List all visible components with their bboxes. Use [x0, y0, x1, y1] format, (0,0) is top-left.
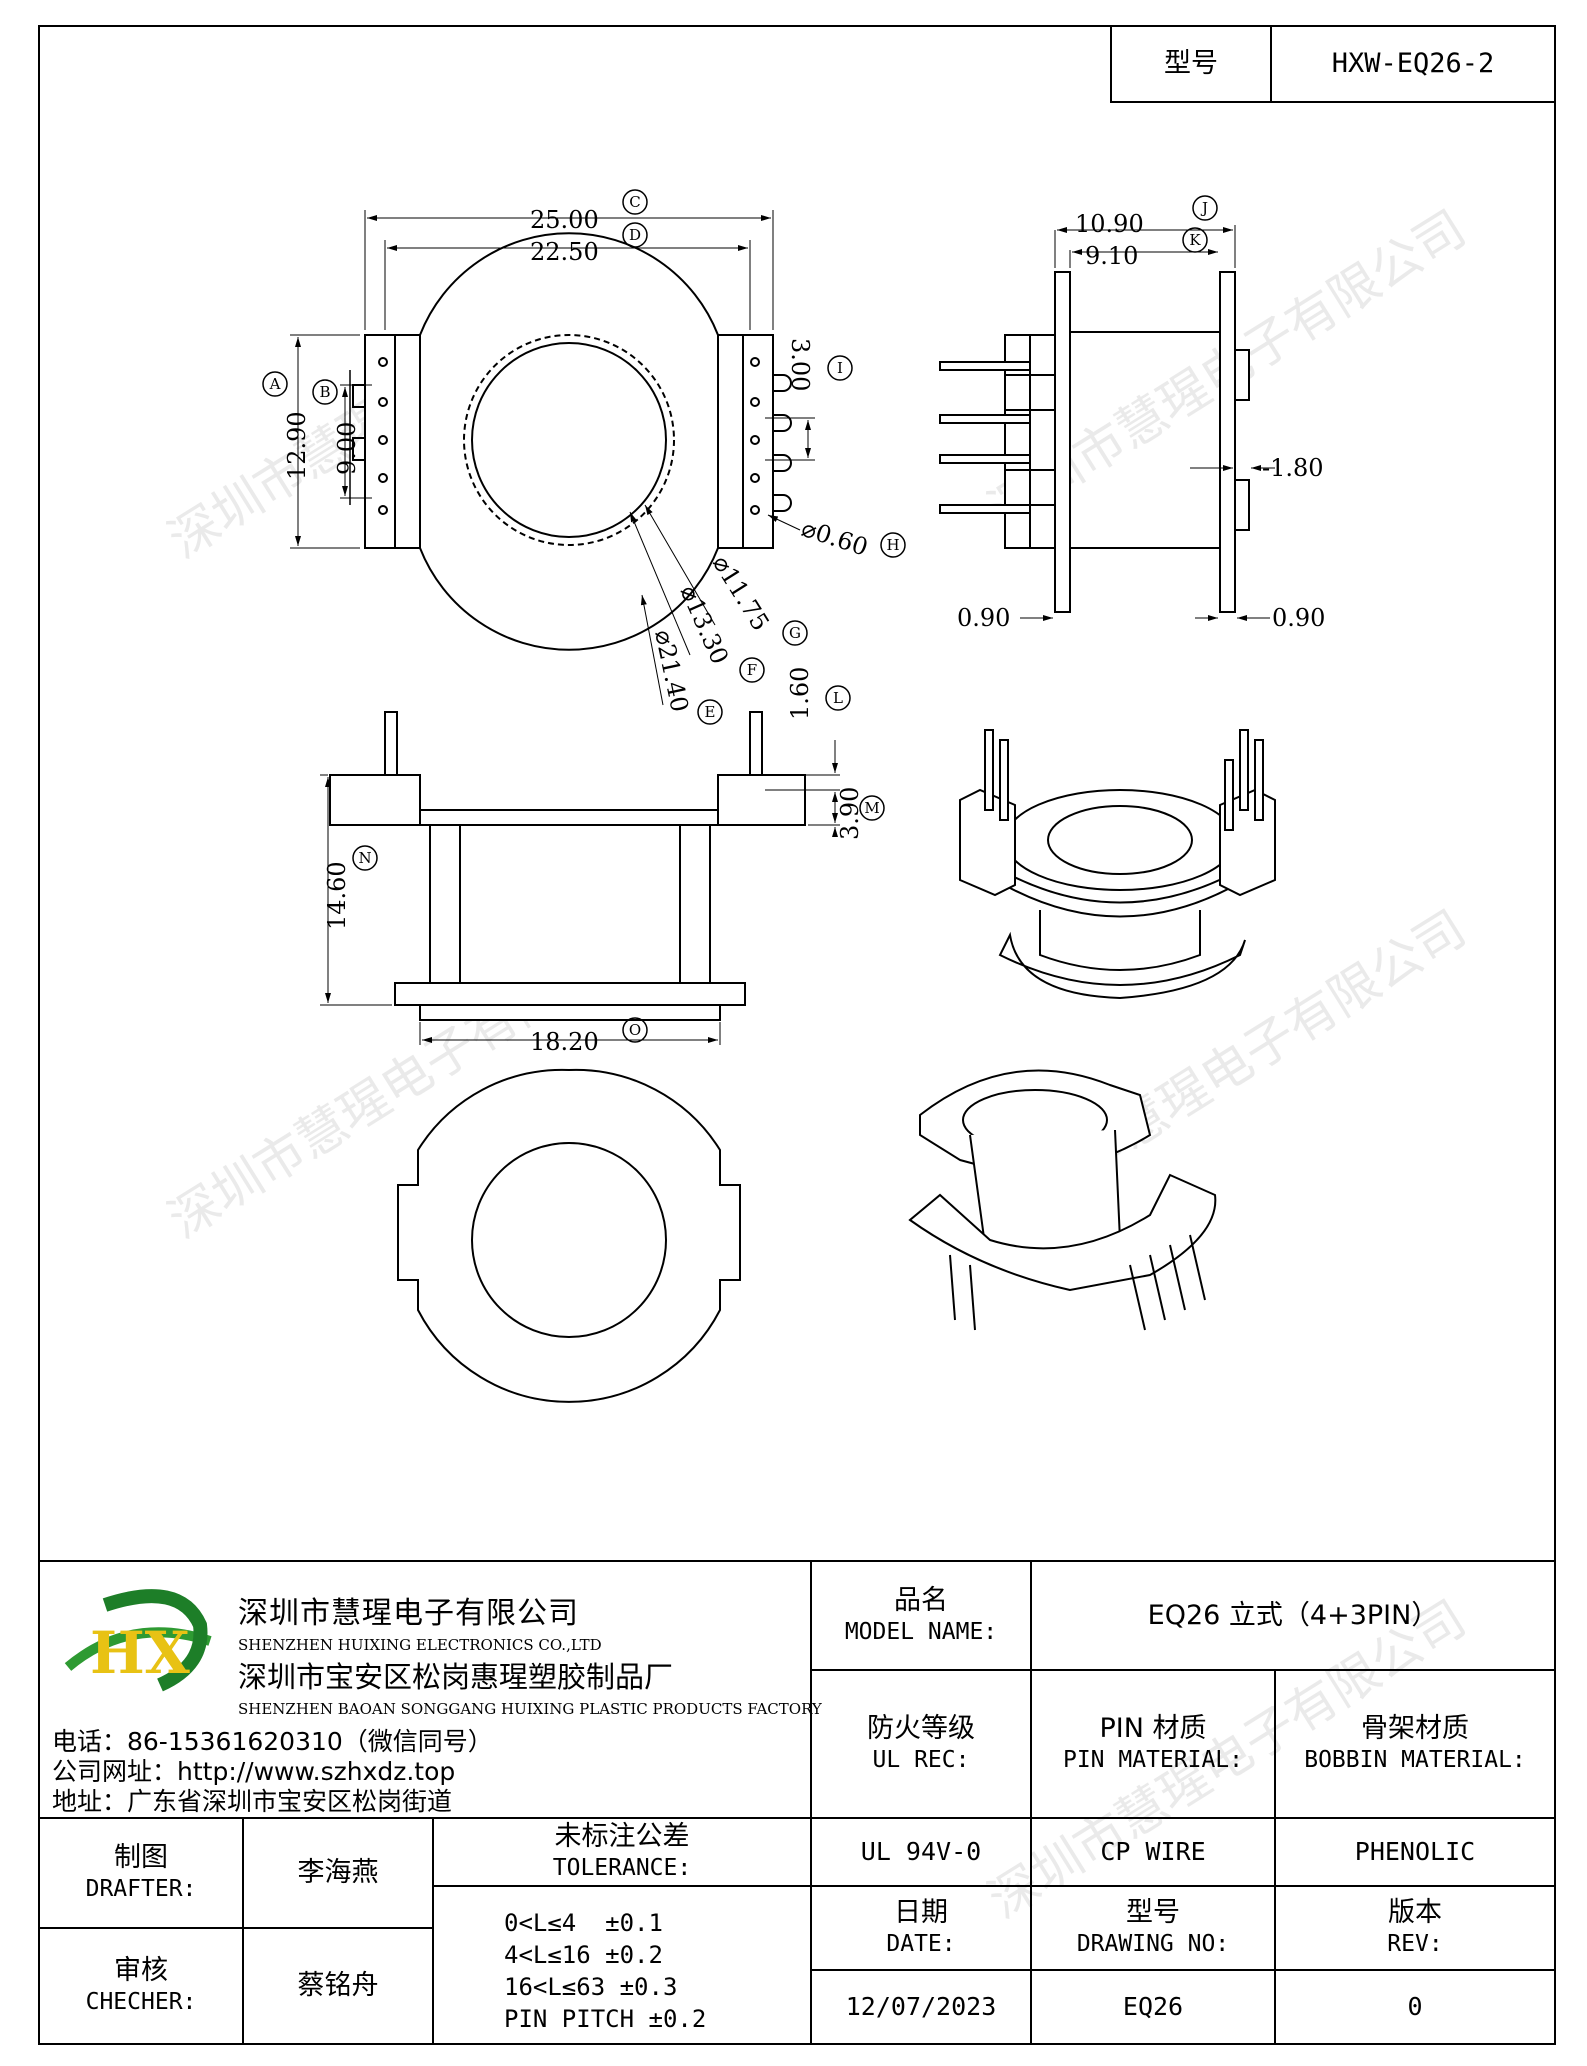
bottom-view	[397, 1068, 741, 1403]
company-name-en: SHENZHEN HUIXING ELECTRONICS CO.,LTD	[238, 1636, 602, 1654]
company-logo-text: HX	[90, 1619, 190, 1687]
dim-3-90: 3.90	[836, 787, 864, 840]
drawing-no-label: 型号 DRAWING NO:	[1030, 1885, 1276, 1971]
dim-0-90-right: 0.90	[1272, 604, 1325, 632]
drafter-label: 制图 DRAFTER:	[38, 1817, 244, 1929]
checker-label: 审核 CHECHER:	[38, 1927, 244, 2045]
dim-22-50: 22.50	[530, 238, 599, 266]
marker-k: K	[1189, 231, 1201, 249]
dim-3-00: 3.00	[786, 338, 814, 391]
dim-0-90-left: 0.90	[957, 604, 1010, 632]
tolerance-line: PIN PITCH ±0.2	[504, 2005, 707, 2033]
marker-m: M	[864, 799, 879, 817]
checker-value: 蔡铭舟	[242, 1927, 434, 2045]
tolerance-line: 0<L≤4 ±0.1	[504, 1909, 663, 1937]
rev-value: 0	[1274, 1969, 1556, 2045]
marker-j: J	[1200, 199, 1208, 217]
bobbin-material-label-cn: 骨架材质	[1361, 1713, 1469, 1744]
model-name-label-en: MODEL NAME:	[844, 1618, 998, 1645]
bobbin-material-value: PHENOLIC	[1274, 1817, 1556, 1887]
drawing-no-value: EQ26	[1030, 1969, 1276, 2045]
marker-h: H	[886, 536, 899, 554]
dim-9-10: 9.10	[1085, 242, 1138, 270]
tolerance-line: 4<L≤16 ±0.2	[504, 1941, 663, 1969]
checker-label-en: CHECHER:	[85, 1989, 197, 2015]
company-name-cn: 深圳市慧瑆电子有限公司	[238, 1596, 579, 1631]
marker-i: I	[837, 359, 843, 377]
pin-material-label-cn: PIN 材质	[1099, 1713, 1207, 1744]
pin-material-label: PIN 材质 PIN MATERIAL:	[1030, 1669, 1276, 1819]
dim-dia-21-40: ⌀21.40	[649, 627, 694, 714]
date-label: 日期 DATE:	[810, 1885, 1032, 1971]
model-name-value: EQ26 立式（4+3PIN）	[1030, 1560, 1556, 1671]
tolerance-label-cn: 未标注公差	[554, 1821, 690, 1852]
pin-material-value: CP WIRE	[1030, 1817, 1276, 1887]
drawing-no-label-en: DRAWING NO:	[1076, 1931, 1230, 1957]
date-value: 12/07/2023	[810, 1969, 1032, 2045]
checker-label-cn: 审核	[114, 1955, 168, 1986]
dim-12-90: 12.90	[283, 411, 311, 480]
marker-n: N	[358, 849, 371, 867]
date-label-cn: 日期	[894, 1897, 948, 1928]
factory-name-en: SHENZHEN BAOAN SONGGANG HUIXING PLASTIC …	[238, 1700, 822, 1718]
bobbin-material-label-en: BOBBIN MATERIAL:	[1304, 1747, 1526, 1773]
drafter-label-cn: 制图	[114, 1842, 168, 1873]
marker-f: F	[747, 661, 757, 679]
ul-rec-label-cn: 防火等级	[867, 1713, 975, 1744]
dim-25: 25.00	[530, 206, 599, 234]
dim-14-60: 14.60	[323, 861, 351, 930]
marker-d: D	[629, 226, 641, 244]
header-model-value: HXW-EQ26-2	[1270, 25, 1556, 103]
isometric-view-lower	[908, 1069, 1217, 1331]
dim-1-60: 1.60	[786, 667, 814, 720]
dim-9-00: 9.00	[333, 422, 361, 475]
rev-label: 版本 REV:	[1274, 1885, 1556, 1971]
company-phone: 电话：86-15361620310（微信同号）	[52, 1727, 493, 1756]
marker-c: C	[629, 193, 640, 211]
rev-label-en: REV:	[1387, 1931, 1443, 1957]
rev-label-cn: 版本	[1388, 1897, 1442, 1928]
tolerance-label: 未标注公差 TOLERANCE:	[432, 1817, 812, 1887]
front-view	[320, 711, 840, 1045]
dim-18-20: 18.20	[530, 1028, 599, 1056]
model-name-label-cn: 品名	[894, 1584, 948, 1616]
tolerance-table: 0<L≤4 ±0.1 4<L≤16 ±0.2 16<L≤63 ±0.3 PIN …	[432, 1885, 812, 2045]
company-block	[40, 1560, 812, 1818]
ul-rec-value: UL 94V-0	[810, 1817, 1032, 1887]
company-website: 公司网址：http://www.szhxdz.top	[52, 1757, 456, 1786]
side-view	[939, 225, 1275, 621]
ul-rec-label-en: UL REC:	[872, 1747, 970, 1773]
dim-10-90: 10.90	[1075, 210, 1144, 238]
marker-b: B	[319, 383, 330, 401]
tolerance-line: 16<L≤63 ±0.3	[504, 1973, 678, 2001]
drafter-value: 李海燕	[242, 1817, 434, 1929]
model-name-label: 品名 MODEL NAME:	[810, 1560, 1032, 1671]
technical-drawing: A B C D E F G H I J K L M N O 25.00 22.5…	[262, 189, 1325, 1403]
factory-name-cn: 深圳市宝安区松岗惠瑆塑胶制品厂	[238, 1660, 674, 1694]
marker-e: E	[705, 703, 716, 721]
ul-rec-label: 防火等级 UL REC:	[810, 1669, 1032, 1819]
marker-o: O	[629, 1021, 641, 1039]
marker-l: L	[833, 689, 843, 707]
dim-dia-0-60: ⌀0.60	[798, 514, 871, 562]
tolerance-label-en: TOLERANCE:	[552, 1855, 692, 1881]
top-view	[290, 210, 815, 706]
dim-1-80: -1.80	[1262, 454, 1324, 482]
pin-material-label-en: PIN MATERIAL:	[1062, 1747, 1243, 1773]
marker-a: A	[269, 375, 281, 393]
drafter-label-en: DRAFTER:	[85, 1876, 197, 1902]
company-address: 地址：广东省深圳市宝安区松岗街道	[52, 1787, 453, 1816]
drawing-no-label-cn: 型号	[1126, 1897, 1180, 1928]
date-label-en: DATE:	[886, 1931, 956, 1957]
bobbin-material-label: 骨架材质 BOBBIN MATERIAL:	[1274, 1669, 1556, 1819]
isometric-view-upper	[959, 729, 1276, 1000]
marker-g: G	[789, 624, 801, 642]
company-logo: HX	[64, 1589, 212, 1692]
